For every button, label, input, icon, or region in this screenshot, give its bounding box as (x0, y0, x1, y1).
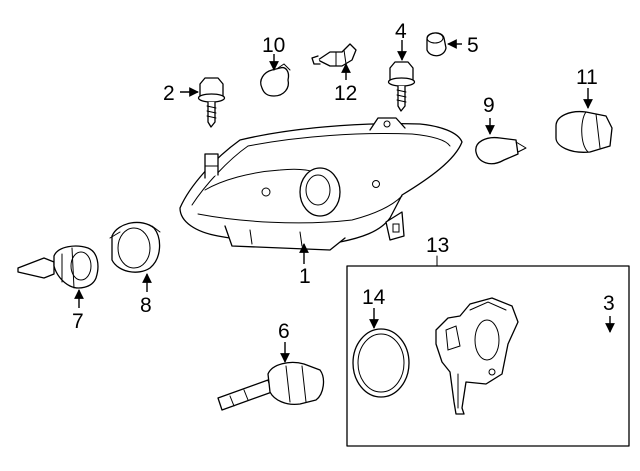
socket-11 (555, 110, 613, 153)
bolt-4 (387, 61, 416, 112)
callout-1: 1 (299, 265, 311, 288)
callout-12: 12 (334, 82, 357, 105)
callout-8: 8 (140, 294, 152, 317)
bulb-9 (475, 136, 527, 165)
callout-4: 4 (395, 20, 407, 43)
callout-14: 14 (362, 286, 386, 309)
bulb-6 (217, 361, 325, 411)
callout-5: 5 (467, 34, 479, 57)
callout-9: 9 (483, 94, 495, 117)
callout-11: 11 (576, 66, 598, 89)
socket-12 (311, 43, 357, 67)
callout-13: 13 (426, 234, 449, 257)
callout-10: 10 (262, 34, 285, 57)
ring-8 (109, 221, 161, 273)
headlamp-assembly (179, 117, 463, 251)
callout-2: 2 (163, 82, 175, 105)
bolt-2 (197, 77, 226, 128)
bulb-10 (260, 63, 291, 97)
callout-7: 7 (72, 310, 84, 333)
bulb-7 (17, 245, 99, 289)
clip-5 (426, 32, 447, 57)
gasket-14 (352, 328, 410, 398)
igniter-socket (435, 297, 519, 415)
callout-3: 3 (603, 292, 615, 315)
callout-6: 6 (278, 320, 290, 343)
